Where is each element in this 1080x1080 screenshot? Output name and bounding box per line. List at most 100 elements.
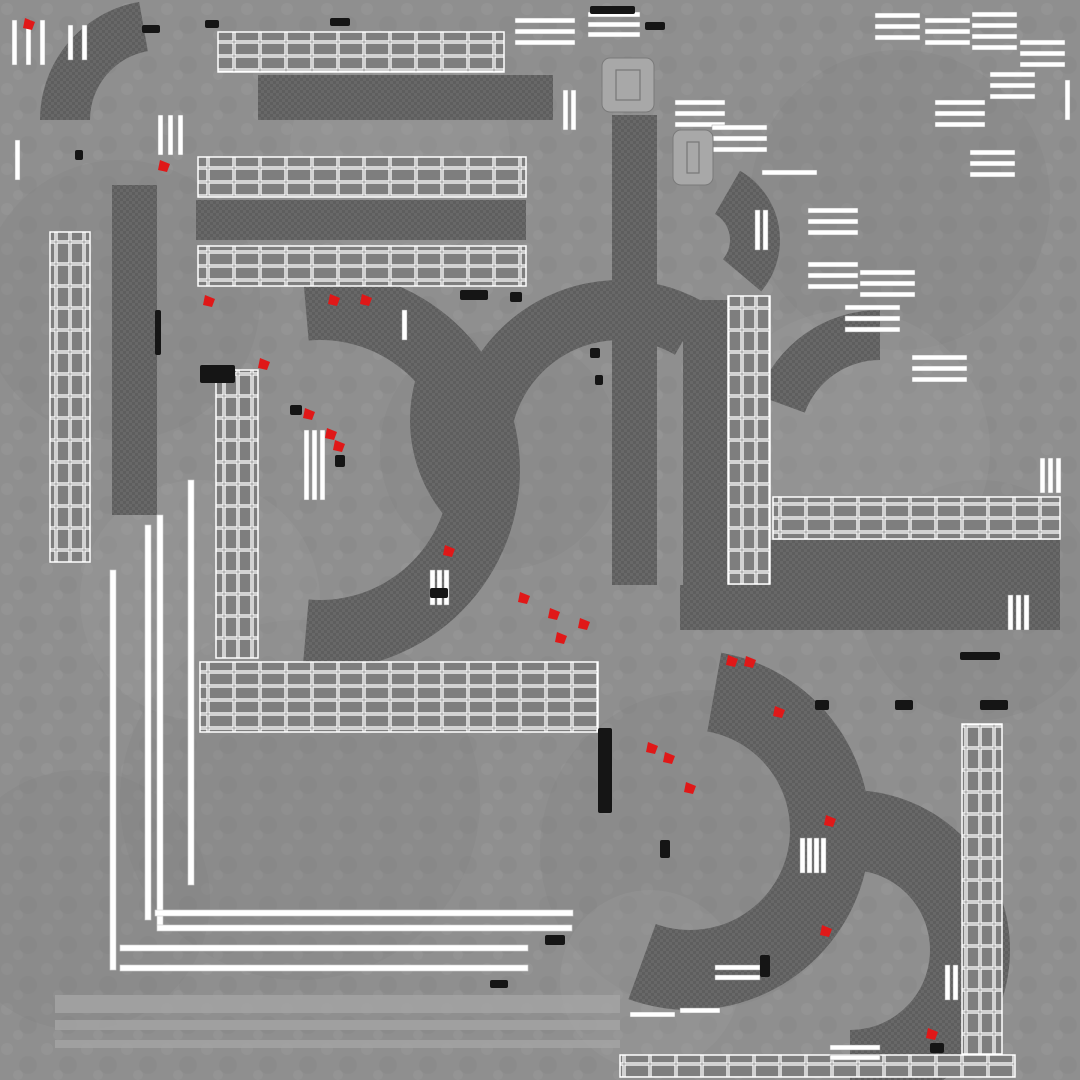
black-mark — [205, 20, 219, 28]
black-mark — [930, 1043, 944, 1053]
stripe-marking — [829, 1044, 881, 1051]
red-mark — [158, 160, 170, 172]
concrete-pad — [672, 129, 714, 186]
red-mark — [443, 545, 455, 557]
red-mark — [663, 752, 675, 764]
black-mark — [590, 348, 600, 358]
stripe-marking — [807, 272, 859, 279]
stripe-marking — [971, 33, 1018, 40]
stripe-marking — [157, 114, 164, 156]
stripe-marking — [1015, 594, 1022, 631]
stripe-marking — [807, 207, 859, 214]
black-mark — [460, 290, 488, 300]
asphalt-strip — [612, 115, 657, 585]
grid-panel — [727, 295, 771, 585]
stripe-marking — [514, 28, 576, 35]
stripe-marking — [844, 326, 901, 333]
stripe-marking — [874, 34, 921, 41]
stripe-marking — [81, 24, 88, 61]
red-mark — [646, 742, 658, 754]
grid-panel — [49, 231, 91, 563]
stripe-marking — [562, 89, 569, 131]
stripe-marking — [679, 1007, 721, 1014]
curved-taxiway — [410, 368, 515, 550]
red-mark — [518, 592, 530, 604]
stripe-marking — [674, 110, 726, 117]
black-mark — [598, 728, 612, 813]
red-mark — [325, 428, 337, 440]
stripe-marking — [969, 160, 1016, 167]
decal-marks — [23, 6, 1008, 1053]
black-mark — [595, 375, 603, 385]
black-mark — [75, 150, 83, 160]
stain — [80, 480, 320, 720]
stripe-marking — [1019, 39, 1066, 46]
concrete-pad — [601, 57, 655, 113]
curved-taxiway — [628, 652, 871, 1011]
stripe-marking — [67, 24, 74, 61]
asphalt-strip — [770, 540, 1060, 590]
pad-outline — [686, 141, 700, 174]
black-mark — [490, 980, 508, 988]
red-mark — [333, 440, 345, 452]
stripe-marking — [167, 114, 174, 156]
stripe-marking — [807, 229, 859, 236]
stripe-marking — [1064, 79, 1071, 121]
stripe-marking — [934, 121, 986, 128]
red-mark — [203, 295, 215, 307]
grid-panels — [49, 31, 1061, 1078]
black-mark — [545, 935, 565, 945]
grid-panel — [217, 31, 505, 73]
stripe-marking — [311, 429, 318, 501]
stripe-marking — [874, 12, 921, 19]
stripe-marking — [952, 964, 959, 1001]
stripe-marking — [969, 171, 1016, 178]
stripe-marking — [1023, 594, 1030, 631]
stripe-marking — [629, 1011, 676, 1018]
stripe-marking — [156, 514, 164, 926]
runway-band — [55, 1040, 620, 1048]
stripe-marking — [119, 944, 529, 952]
stripe-marking — [443, 569, 450, 606]
stripe-marking — [570, 89, 577, 131]
stripe-marking — [156, 924, 573, 932]
stripe-marking — [799, 837, 806, 874]
stripe-marking — [859, 291, 916, 298]
grid-panel — [197, 245, 527, 287]
stripe-marking — [859, 269, 916, 276]
stripe-marking — [989, 93, 1036, 100]
black-mark — [660, 840, 670, 858]
stripe-marking — [911, 365, 968, 372]
stripe-marking — [674, 121, 726, 128]
red-mark — [684, 782, 696, 794]
red-mark — [303, 408, 315, 420]
red-mark — [258, 358, 270, 370]
pad-outline — [615, 69, 641, 101]
asphalt-strip — [112, 185, 157, 515]
stripe-marking — [761, 169, 818, 176]
black-mark — [142, 25, 160, 33]
asphalt-strip — [683, 300, 728, 600]
stripe-marking — [11, 19, 18, 66]
red-mark — [726, 655, 738, 667]
stripe-marking — [514, 17, 576, 24]
red-mark — [773, 706, 785, 718]
stripe-marking — [714, 974, 761, 981]
asphalt-strip — [258, 75, 553, 120]
stripe-marking — [587, 31, 641, 38]
stripe-marking — [813, 837, 820, 874]
stripe-marking — [1047, 457, 1054, 494]
stripe-marking — [844, 315, 901, 322]
stripe-marking — [924, 39, 971, 46]
stripe-marking — [14, 139, 21, 181]
stripe-marking — [587, 21, 641, 28]
curved-taxiway — [757, 310, 880, 413]
stripe-marking — [674, 99, 726, 106]
stripe-marking — [934, 110, 986, 117]
stripe-marking — [844, 304, 901, 311]
black-mark — [510, 292, 522, 302]
stripe-markings — [11, 11, 1071, 1061]
black-mark — [590, 6, 635, 14]
